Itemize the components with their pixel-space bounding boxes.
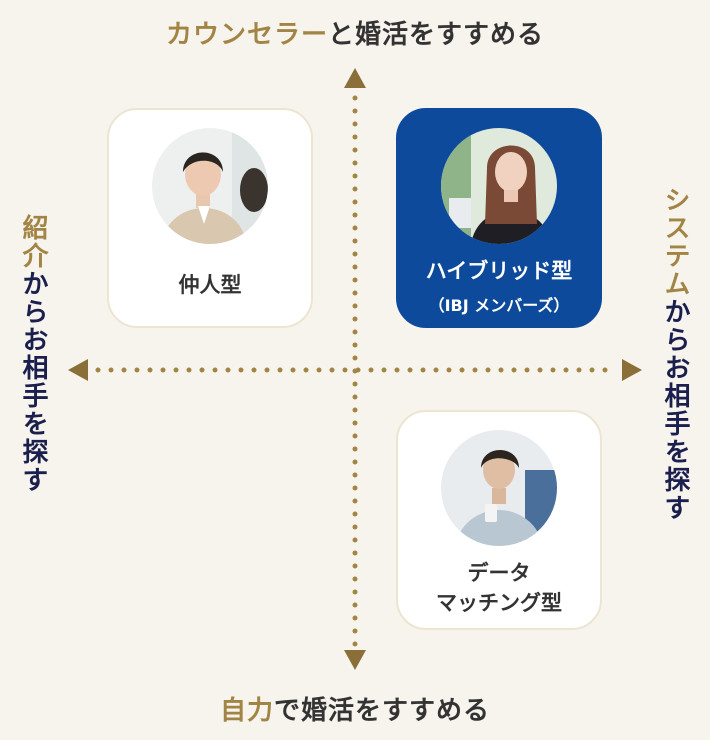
card-hybrid[interactable]: ハイブリッド型 （IBJ メンバーズ）	[396, 108, 602, 328]
arrow-right-icon	[622, 359, 642, 381]
axis-label-top: カウンセラーと婚活をすすめる	[0, 14, 710, 51]
card-hybrid-title: ハイブリッド型	[425, 259, 573, 283]
axis-label-right: システムからお相手を探す	[660, 186, 690, 522]
card-data-matching-title: データ マッチング型	[398, 558, 600, 619]
axis-label-left-rest: からお相手を探す	[18, 270, 48, 494]
axis-label-right-rest: からお相手を探す	[660, 298, 690, 522]
axis-label-left-highlight: 紹介	[18, 214, 48, 270]
axis-label-right-highlight: システム	[660, 186, 690, 298]
arrow-left-icon	[68, 359, 88, 381]
axis-label-top-highlight: カウンセラー	[165, 20, 328, 50]
axis-label-bottom-rest: で婚活をすすめる	[274, 696, 491, 726]
axis-label-bottom-highlight: 自力	[219, 696, 274, 726]
card-nakodo-title: 仲人型	[178, 273, 242, 297]
axis-label-bottom: 自力で婚活をすすめる	[0, 690, 710, 727]
card-hybrid-subtitle: （IBJ メンバーズ）	[428, 296, 570, 315]
member-photo-icon	[441, 128, 557, 244]
arrow-up-icon	[344, 68, 366, 88]
axis-label-top-rest: と婚活をすすめる	[328, 20, 545, 50]
card-data-matching-title-line2: マッチング型	[436, 591, 562, 616]
card-data-matching-title-line1: データ	[467, 561, 531, 585]
card-nakodo[interactable]: 仲人型	[107, 108, 313, 328]
counselor-photo-icon	[152, 128, 268, 244]
card-data-matching[interactable]: データ マッチング型	[396, 410, 602, 630]
arrow-down-icon	[344, 650, 366, 670]
smartphone-user-photo-icon	[441, 430, 557, 546]
axis-label-left: 紹介からお相手を探す	[18, 214, 48, 494]
